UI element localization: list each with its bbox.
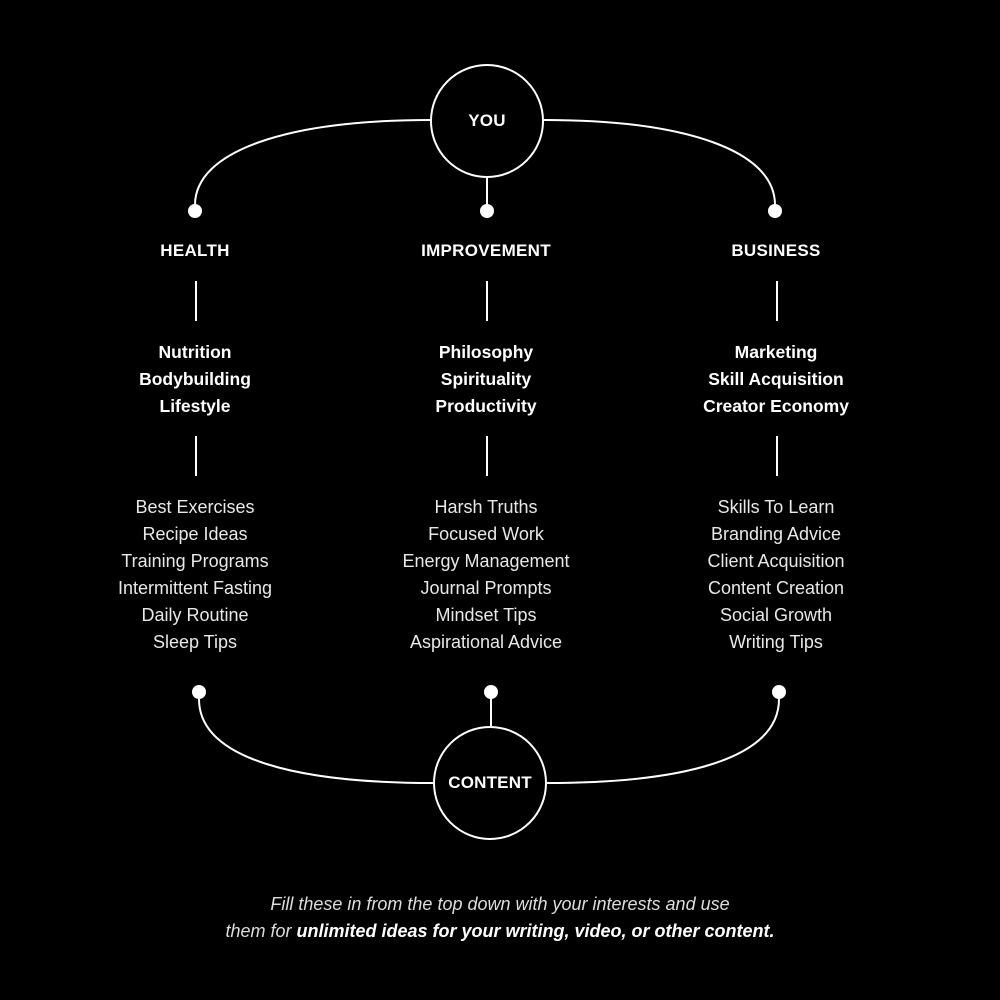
topic-list-business: Marketing Skill Acquisition Creator Econ… bbox=[646, 339, 906, 420]
idea-item: Journal Prompts bbox=[420, 578, 552, 598]
idea-item: Branding Advice bbox=[710, 524, 842, 544]
connector-business-content bbox=[546, 698, 780, 784]
footer-line-2-emphasis: unlimited ideas for your writing, video,… bbox=[296, 921, 775, 941]
idea-item: Energy Management bbox=[402, 551, 570, 571]
category-title-health: HEALTH bbox=[160, 241, 230, 260]
idea-item: Skills To Learn bbox=[717, 497, 835, 517]
footer-line-1: Fill these in from the top down with you… bbox=[270, 894, 730, 914]
column-improvement: IMPROVEMENT Philosophy Spirituality Prod… bbox=[356, 0, 616, 700]
idea-item: Mindset Tips bbox=[435, 605, 537, 625]
dot-improvement-bottom bbox=[484, 685, 498, 699]
idea-item: Focused Work bbox=[428, 524, 544, 544]
idea-item: Training Programs bbox=[121, 551, 269, 571]
connector-you-business bbox=[543, 119, 776, 206]
idea-item: Writing Tips bbox=[729, 632, 823, 652]
topic-item: Productivity bbox=[435, 396, 537, 416]
footer-line-2-prefix: them for bbox=[225, 921, 297, 941]
dot-business-top bbox=[768, 204, 782, 218]
topic-item: Creator Economy bbox=[703, 396, 849, 416]
idea-item: Recipe Ideas bbox=[142, 524, 248, 544]
idea-list-business: Skills To Learn Branding Advice Client A… bbox=[646, 494, 906, 656]
idea-item: Daily Routine bbox=[141, 605, 249, 625]
dot-business-bottom bbox=[772, 685, 786, 699]
node-you: YOU bbox=[430, 64, 544, 178]
node-you-label: YOU bbox=[468, 111, 506, 130]
idea-item: Harsh Truths bbox=[434, 497, 538, 517]
topic-item: Philosophy bbox=[438, 342, 534, 362]
idea-item: Intermittent Fasting bbox=[117, 578, 273, 598]
topic-item: Marketing bbox=[734, 342, 818, 362]
footer-line-2: them for unlimited ideas for your writin… bbox=[100, 918, 900, 945]
idea-item: Best Exercises bbox=[135, 497, 255, 517]
idea-list-improvement: Harsh Truths Focused Work Energy Managem… bbox=[356, 494, 616, 656]
topic-list-improvement: Philosophy Spirituality Productivity bbox=[356, 339, 616, 420]
idea-list-health: Best Exercises Recipe Ideas Training Pro… bbox=[65, 494, 325, 656]
category-title-improvement: IMPROVEMENT bbox=[421, 241, 551, 260]
topic-list-health: Nutrition Bodybuilding Lifestyle bbox=[65, 339, 325, 420]
connector-you-health bbox=[194, 119, 431, 206]
topic-item: Bodybuilding bbox=[139, 369, 251, 389]
footer-caption: Fill these in from the top down with you… bbox=[100, 891, 900, 945]
idea-item: Social Growth bbox=[719, 605, 833, 625]
dot-improvement-top bbox=[480, 204, 494, 218]
dot-health-top bbox=[188, 204, 202, 218]
column-business: BUSINESS Marketing Skill Acquisition Cre… bbox=[646, 0, 906, 700]
idea-item: Aspirational Advice bbox=[409, 632, 563, 652]
topic-item: Spirituality bbox=[440, 369, 532, 389]
topic-item: Skill Acquisition bbox=[708, 369, 844, 389]
column-health: HEALTH Nutrition Bodybuilding Lifestyle … bbox=[65, 0, 325, 700]
connector-health-content bbox=[198, 698, 434, 784]
category-title-business: BUSINESS bbox=[731, 241, 821, 260]
topic-item: Nutrition bbox=[158, 342, 232, 362]
node-content-label: CONTENT bbox=[448, 773, 532, 792]
topic-item: Lifestyle bbox=[159, 396, 231, 416]
idea-item: Sleep Tips bbox=[152, 632, 238, 652]
node-content: CONTENT bbox=[433, 726, 547, 840]
idea-item: Client Acquisition bbox=[707, 551, 845, 571]
dot-health-bottom bbox=[192, 685, 206, 699]
idea-item: Content Creation bbox=[707, 578, 845, 598]
